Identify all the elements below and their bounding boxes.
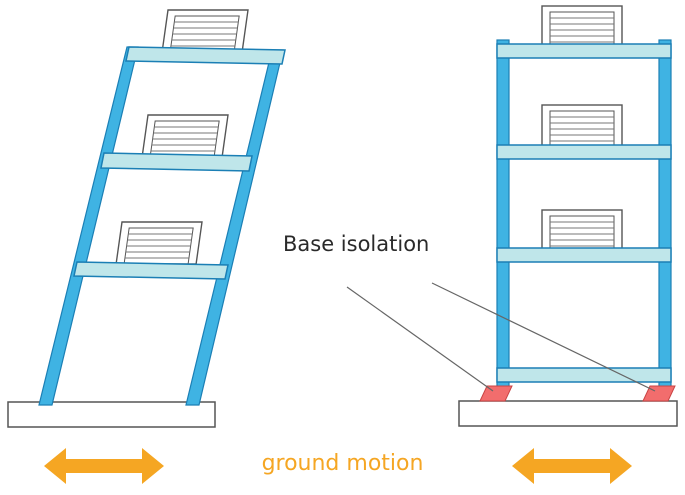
- right-column-1: [496, 39, 510, 389]
- bookshelf-icon: [541, 209, 623, 253]
- right-slab-1: [496, 367, 672, 383]
- bookshelf-icon: [541, 5, 623, 49]
- isolator-left: [479, 385, 513, 402]
- fixed-base-building: [7, 9, 286, 428]
- left-slab-top: [125, 46, 286, 65]
- right-slab-3: [496, 144, 672, 160]
- right-ground-slab: [458, 400, 678, 427]
- right-slab-2: [496, 247, 672, 263]
- left-slab-1: [73, 261, 229, 280]
- bookshelf-icon: [141, 114, 229, 158]
- left-slab-2: [100, 152, 253, 172]
- left-ground-slab: [7, 401, 216, 428]
- ground-motion-label: ground motion: [261, 451, 424, 476]
- bookshelf-icon: [541, 104, 623, 148]
- isolator-right: [642, 385, 676, 402]
- bookshelf-icon: [161, 9, 249, 53]
- right-column-2: [658, 39, 672, 389]
- double-arrow-icon: [44, 448, 164, 484]
- base-isolation-label: Base isolation: [283, 232, 430, 256]
- leader-line-right: [431, 282, 656, 392]
- right-slab-top: [496, 43, 672, 59]
- leader-line-left: [346, 286, 494, 392]
- double-arrow-icon: [512, 448, 632, 484]
- base-isolated-building: [458, 5, 678, 427]
- bookshelf-icon: [115, 221, 203, 265]
